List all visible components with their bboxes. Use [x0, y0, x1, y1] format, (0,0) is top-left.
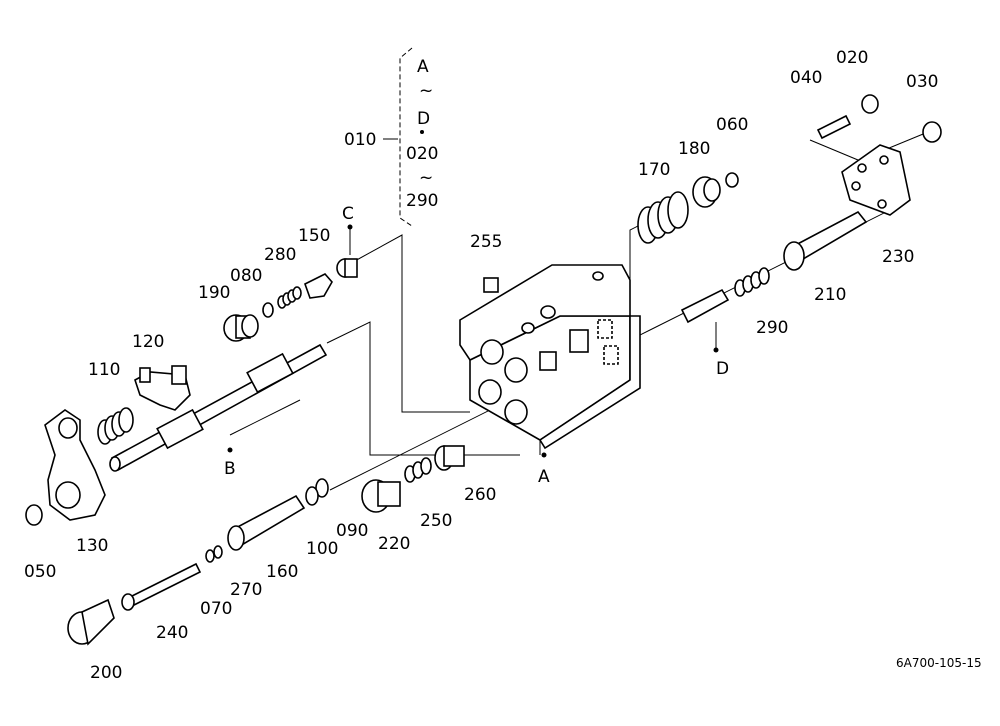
poppet-260 — [434, 445, 465, 471]
bracket-line-4: 020 — [406, 144, 438, 164]
label-230: 230 — [882, 247, 914, 267]
label-080: 080 — [230, 266, 262, 286]
ring-090 — [315, 478, 329, 498]
label-260: 260 — [464, 485, 496, 505]
bracket-line-3: D — [417, 109, 430, 129]
valve-body-a — [459, 264, 641, 450]
figure-code: 6A700-105-15 — [896, 656, 982, 670]
ring-080 — [262, 302, 274, 318]
label-150: 150 — [298, 226, 330, 246]
bracket-line-6: 290 — [406, 191, 438, 211]
spring-110 — [97, 407, 134, 445]
lever-130 — [44, 409, 106, 521]
bracket-line-5: ~ — [419, 168, 433, 188]
sleeve-160 — [227, 494, 306, 551]
ref-label-c: C — [342, 204, 354, 224]
label-040: 040 — [790, 68, 822, 88]
assembly-bracket — [383, 47, 413, 227]
bracket-120 — [134, 365, 191, 411]
spring-290 — [734, 267, 770, 297]
label-060: 060 — [716, 115, 748, 135]
poppet-150 — [304, 273, 333, 299]
label-280: 280 — [264, 245, 296, 265]
stud-040 — [816, 114, 852, 140]
label-090: 090 — [336, 521, 368, 541]
rings-270 — [205, 545, 223, 563]
ref-label-d: D — [716, 359, 729, 379]
callout-labels: 010 020 030 040 050 060 070 080 090 100 … — [24, 48, 982, 683]
label-240: 240 — [156, 623, 188, 643]
plug-210 — [783, 210, 868, 271]
label-270: 270 — [230, 580, 262, 600]
reference-dots — [227, 130, 719, 458]
label-070: 070 — [200, 599, 232, 619]
shaft-240 — [121, 562, 202, 611]
spring-250 — [404, 457, 432, 483]
ref-label-b: B — [224, 459, 236, 479]
label-160: 160 — [266, 562, 298, 582]
ring-100 — [305, 486, 319, 506]
bracket-line-2: ~ — [419, 81, 433, 101]
label-010: 010 — [344, 130, 376, 150]
label-190: 190 — [198, 283, 230, 303]
pin-d — [680, 288, 730, 324]
nut-030 — [922, 121, 942, 143]
nut-020 — [861, 94, 879, 114]
cap-c — [336, 258, 358, 278]
label-180: 180 — [678, 139, 710, 159]
label-250: 250 — [420, 511, 452, 531]
label-130: 130 — [76, 536, 108, 556]
ring-050 — [25, 504, 43, 526]
label-120: 120 — [132, 332, 164, 352]
label-020: 020 — [836, 48, 868, 68]
label-210: 210 — [814, 285, 846, 305]
shaft-b — [109, 343, 328, 472]
spring-280 — [277, 286, 302, 309]
label-220: 220 — [378, 534, 410, 554]
bracket-line-1: A — [417, 57, 429, 77]
plug-255 — [483, 277, 499, 293]
clip-060 — [725, 172, 739, 188]
flange-230 — [841, 144, 911, 216]
label-100: 100 — [306, 539, 338, 559]
housing-200 — [67, 598, 115, 646]
seat-180 — [692, 176, 721, 208]
label-255: 255 — [470, 232, 502, 252]
plug-220 — [361, 479, 401, 513]
plug-190 — [223, 314, 259, 342]
label-200: 200 — [90, 663, 122, 683]
label-030: 030 — [906, 72, 938, 92]
label-170: 170 — [638, 160, 670, 180]
label-110: 110 — [88, 360, 120, 380]
spring-170 — [637, 191, 689, 244]
label-290: 290 — [756, 318, 788, 338]
label-050: 050 — [24, 562, 56, 582]
ref-label-a: A — [538, 467, 550, 487]
